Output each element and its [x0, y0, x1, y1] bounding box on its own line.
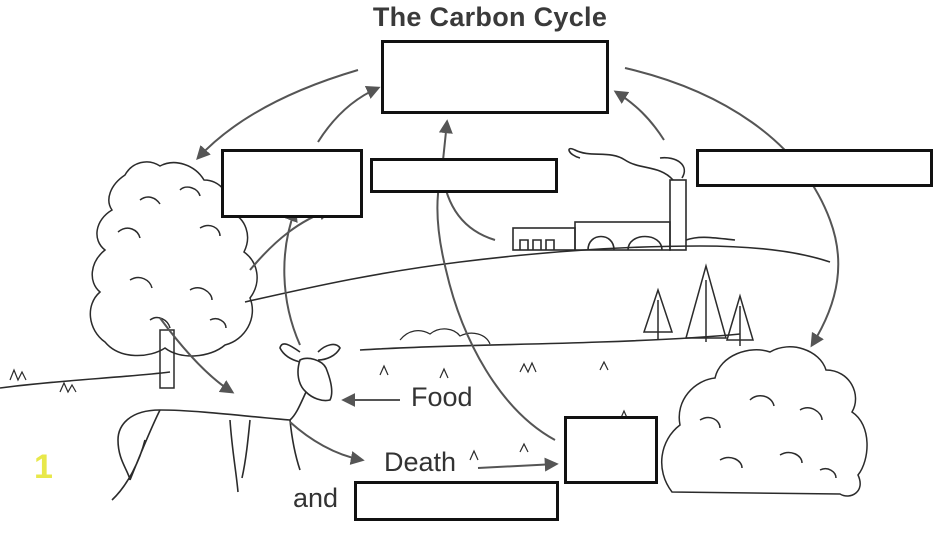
label-food: Food: [411, 382, 473, 412]
pine-trees: [642, 263, 755, 346]
tree: [89, 161, 258, 389]
grass: [9, 328, 629, 461]
blank-photosynthesis[interactable]: [221, 149, 363, 218]
blank-atmosphere[interactable]: [381, 40, 609, 114]
blank-decomposers[interactable]: [354, 481, 559, 521]
deer: [111, 343, 341, 501]
label-death: Death: [384, 447, 457, 477]
factory: [512, 147, 736, 251]
label-and: and: [293, 483, 339, 513]
diagram-title: The Carbon Cycle: [372, 2, 608, 32]
bush: [660, 346, 868, 497]
blank-decay[interactable]: [564, 416, 658, 484]
cycle-arrows: [159, 67, 840, 472]
page-number: 1: [34, 448, 53, 486]
blank-respiration[interactable]: [370, 158, 558, 193]
blank-combustion[interactable]: [696, 149, 933, 187]
